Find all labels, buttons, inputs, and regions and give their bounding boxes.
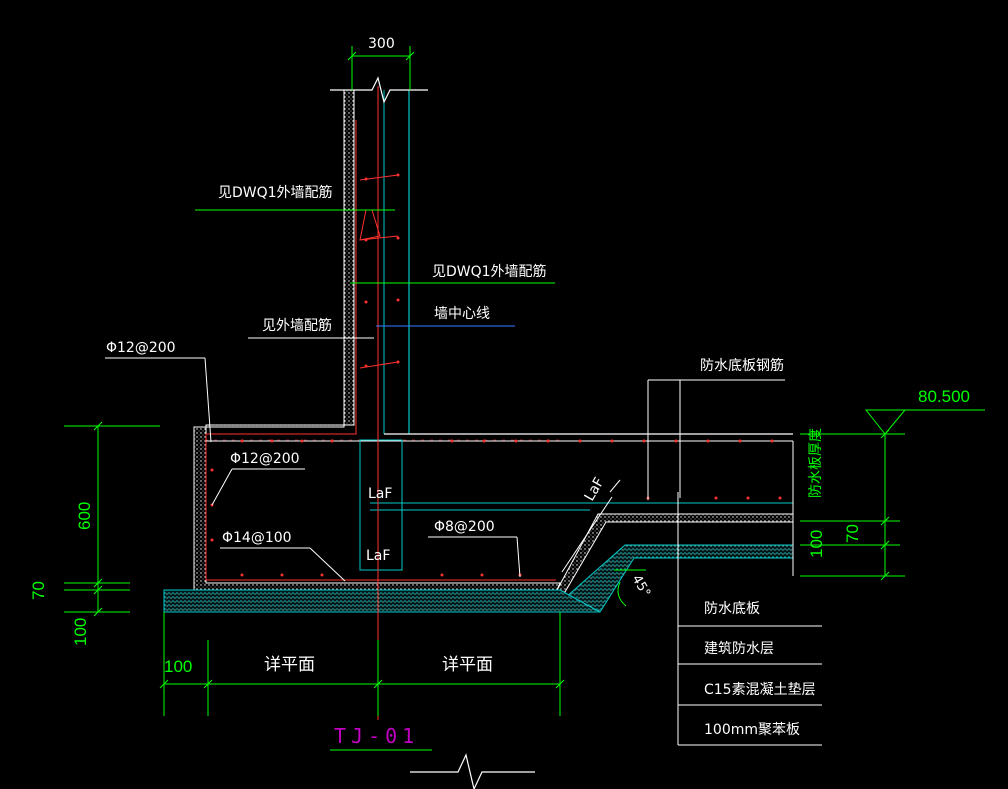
dim-detail-right: 详平面 [442,655,493,675]
callout-rebar-phi12-inner: Φ12@200 [230,451,300,467]
concrete-section [163,76,794,613]
section-id: TJ-01 [334,724,419,748]
callout-see-outer-wall: 见外墙配筋 [262,317,332,334]
dim-wall-thickness: 300 [368,36,395,52]
legend-item-1: 防水底板 [704,601,760,617]
legend-item-4: 100mm聚苯板 [704,721,800,738]
label-laf-3: LaF [582,475,608,504]
callout-rebar-phi14: Φ14@100 [222,530,292,546]
dim-100-bottom: 100 [164,657,192,676]
legend-table [678,625,822,746]
callout-rebar-phi12-outer: Φ12@200 [106,340,176,356]
callout-wall-center-line: 墙中心线 [434,306,490,322]
callout-rebar-phi8: Φ8@200 [434,519,495,535]
callout-see-dwq1-right: 见DWQ1外墙配筋 [432,263,547,280]
dim-100-right: 100 [807,530,826,558]
label-laf-1: LaF [368,486,392,502]
dim-600: 600 [75,502,94,530]
dim-base-slab-thickness: 防水板厚度 [807,428,823,498]
dim-70-right: 70 [843,524,862,543]
wall-rebar [359,174,399,369]
elevation-label: 80.500 [918,387,970,406]
dim-detail-left: 详平面 [264,655,315,675]
legend-item-3: C15素混凝土垫层 [704,682,816,698]
dim-100-left: 100 [71,618,90,646]
rebar-dots [210,173,782,577]
dimension-lines [64,46,985,716]
bottom-break-line [410,753,535,789]
callout-see-dwq1-upper: 见DWQ1外墙配筋 [218,184,333,201]
dim-70-left: 70 [29,581,48,600]
callout-base-slab-rebar: 防水底板钢筋 [700,357,784,374]
leader-lines [105,209,785,751]
slope-angle-label: 45° [629,573,654,600]
legend-item-2: 建筑防水层 [704,641,774,657]
label-laf-2: LaF [366,548,390,564]
